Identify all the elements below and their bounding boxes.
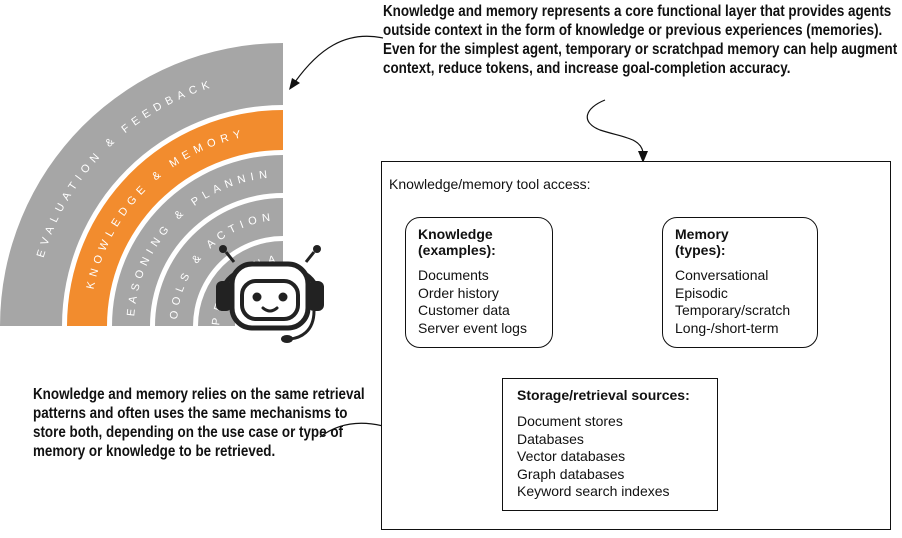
knowledge-item: Order history	[418, 284, 499, 301]
memory-types-box: Memory (types): Conversational Episodic …	[662, 217, 818, 348]
storage-title: Storage/retrieval sources:	[517, 387, 690, 403]
memory-title: Memory	[675, 226, 729, 242]
storage-item: Keyword search indexes	[517, 483, 670, 499]
knowledge-item: Server event logs	[418, 319, 527, 336]
layer-band-2	[112, 155, 283, 326]
storage-retrieval-box: Storage/retrieval sources: Document stor…	[502, 378, 718, 511]
arrow-to-tool-access-box	[586, 99, 644, 153]
arrowhead-icon	[289, 78, 300, 90]
storage-item: Databases	[517, 430, 584, 447]
knowledge-item: Customer data	[418, 302, 510, 318]
knowledge-item: Documents	[418, 267, 489, 283]
layer-band-3	[155, 198, 283, 326]
layer-band-1	[67, 110, 283, 326]
storage-item: Vector databases	[517, 448, 626, 464]
retrieval-patterns-callout: Knowledge and memory relies on the same …	[33, 386, 365, 460]
memory-item: Temporary/scratch	[675, 302, 791, 318]
knowledge-title: Knowledge	[418, 226, 493, 242]
knowledge-memory-callout: Knowledge and memory represents a core f…	[383, 3, 898, 77]
memory-item: Conversational	[675, 267, 769, 283]
memory-item: Episodic	[675, 284, 728, 301]
memory-item: Long-/short-term	[675, 319, 779, 336]
robot-headset-icon	[216, 245, 324, 343]
knowledge-subtitle: (examples):	[418, 242, 496, 258]
storage-item: Graph databases	[517, 465, 625, 482]
knowledge-examples-box: Knowledge (examples): Documents Order hi…	[405, 217, 553, 348]
arrow-to-knowledge-layer	[294, 35, 384, 83]
storage-item: Document stores	[517, 413, 623, 429]
arrowhead-icon	[638, 151, 648, 163]
memory-subtitle: (types):	[675, 242, 726, 258]
layer-band-0	[0, 43, 283, 326]
tool-access-title: Knowledge/memory tool access:	[389, 176, 591, 192]
